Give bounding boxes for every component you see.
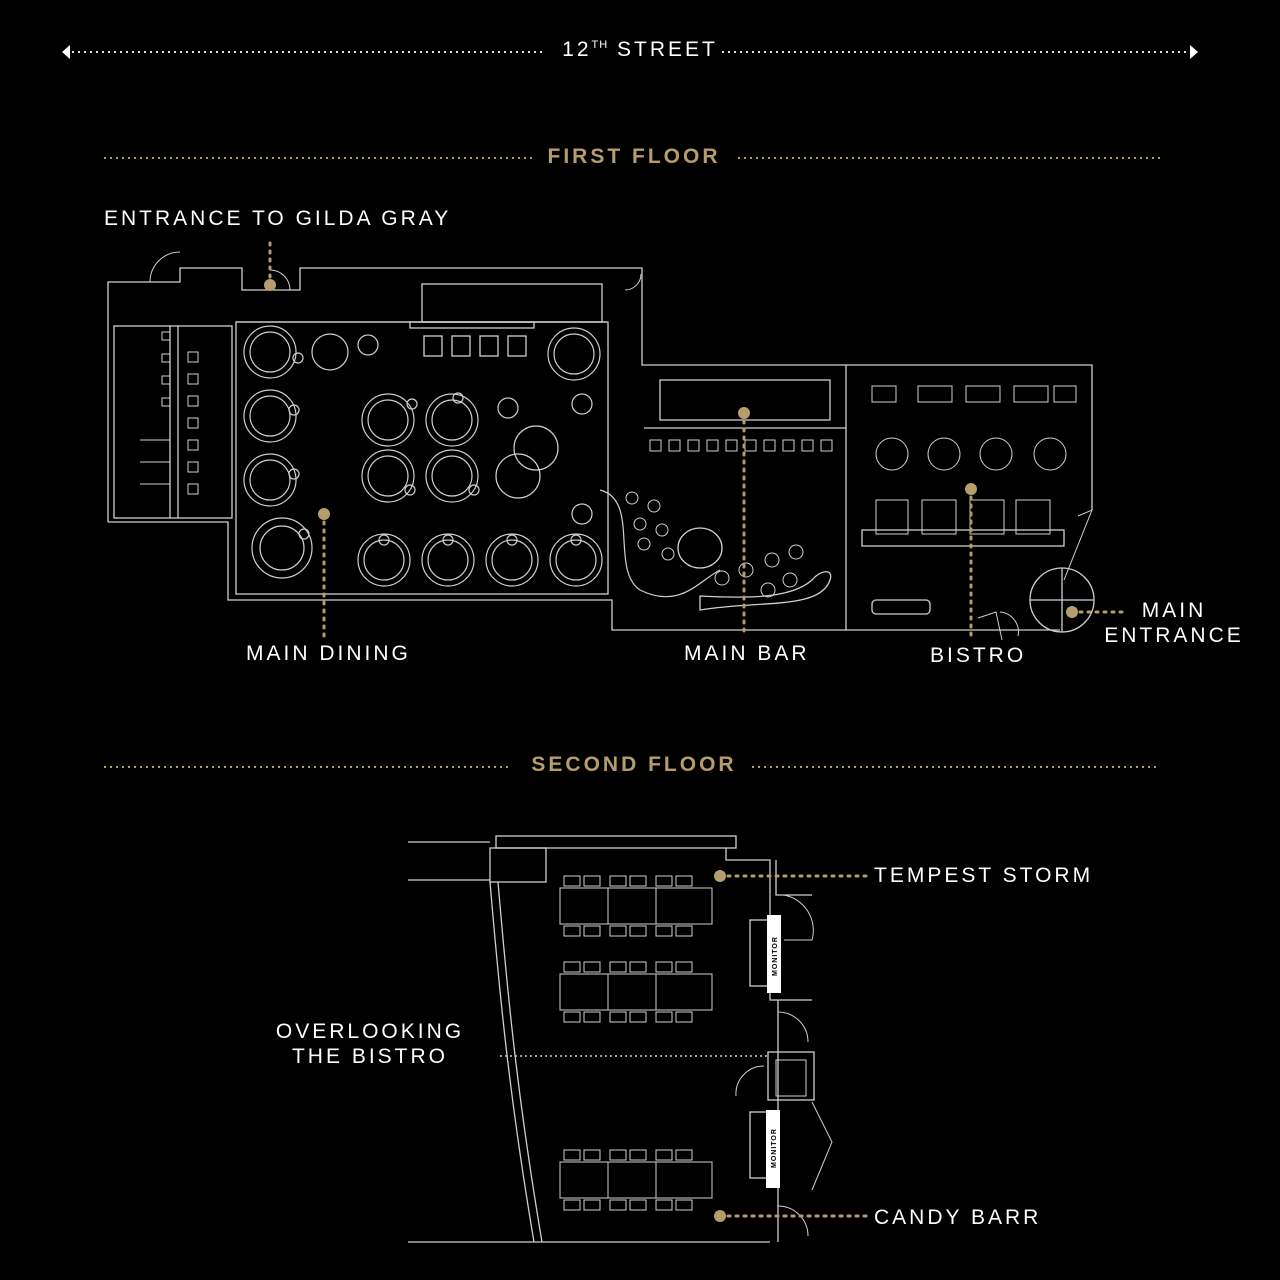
label-main-entrance[interactable]: MAIN ENTRANCE (1104, 598, 1244, 648)
monitor-label-upper: MONITOR (772, 936, 779, 976)
first-floor-markers (264, 279, 1078, 618)
marker-main-bar (738, 407, 750, 419)
arrow-right-icon (1190, 45, 1198, 59)
label-overlooking-line2: THE BISTRO (291, 1045, 448, 1068)
label-tempest-storm[interactable]: TEMPEST STORM (874, 864, 1094, 887)
label-candy-barr[interactable]: CANDY BARR (874, 1206, 1042, 1229)
street-label: 12TH STREET (562, 38, 718, 61)
marker-entrance-gilda-gray (264, 279, 276, 291)
marker-tempest-storm (714, 870, 726, 882)
second-floor-title: SECOND FLOOR (531, 753, 737, 776)
monitor-screen-upper (767, 915, 781, 993)
label-overlooking-bistro[interactable]: OVERLOOKING THE BISTRO (270, 1019, 470, 1069)
label-main-bar[interactable]: MAIN BAR (684, 642, 810, 665)
first-floor-title: FIRST FLOOR (547, 145, 721, 168)
arrow-left-icon (62, 45, 70, 59)
label-bistro[interactable]: BISTRO (930, 644, 1027, 667)
first-floor-plan (107, 251, 1095, 641)
first-floor-leaders (268, 241, 1128, 638)
label-main-entrance-line2: ENTRANCE (1104, 624, 1244, 647)
marker-main-dining (318, 508, 330, 520)
second-floor-markers (714, 870, 726, 1222)
label-main-dining[interactable]: MAIN DINING (246, 642, 411, 665)
marker-main-entrance (1066, 606, 1078, 618)
floor-rules (104, 157, 1160, 768)
marker-bistro (965, 483, 977, 495)
marker-candy-barr (714, 1210, 726, 1222)
monitor-screen-lower (766, 1110, 780, 1188)
label-main-entrance-line1: MAIN (1141, 599, 1207, 622)
second-floor-leaders (718, 874, 868, 1218)
label-entrance-gilda-gray[interactable]: ENTRANCE TO GILDA GRAY (104, 207, 452, 230)
label-overlooking-line1: OVERLOOKING (275, 1020, 465, 1043)
monitor-label-lower: MONITOR (771, 1128, 778, 1168)
